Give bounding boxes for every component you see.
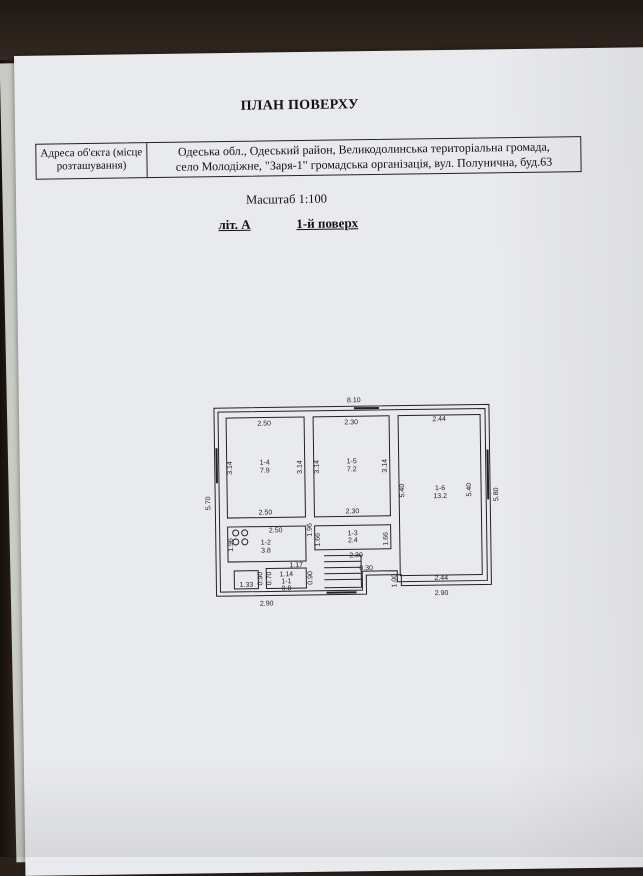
dim-step-w: 0.30 (359, 565, 373, 572)
room-1-2-area: 3.8 (261, 547, 271, 554)
scale-label: Масштаб 1:100 (246, 192, 327, 208)
dim-left-total: 5.70 (205, 496, 212, 510)
room-1-1-area: 0.8 (282, 585, 292, 592)
window-markers (216, 406, 490, 594)
room-1-4-id: 1-4 (260, 459, 270, 466)
liter-label: літ. А (218, 217, 250, 233)
floor-plan-drawing: 8.10 2.50 2.30 2.44 1-4 7.9 1-5 7.2 1-6 … (204, 389, 507, 623)
dim-r11-side2: 0.90 (307, 571, 314, 585)
dim-r11-side: 0.90 (257, 572, 264, 586)
floor-label: 1-й поверх (296, 215, 358, 232)
dim-bottom-right: 2.90 (435, 590, 449, 597)
stairs-icon (324, 555, 361, 588)
dim-r14-h: 3.14 (227, 461, 234, 475)
dim-r16-lower: 1.00 (391, 574, 398, 588)
dim-r11-h: 0.70 (266, 572, 273, 586)
dim-r13-h: 1.66 (315, 533, 322, 547)
room-1-3-area: 2.4 (348, 537, 358, 544)
dim-r16-h2: 5.40 (466, 483, 473, 497)
room-1-5-area: 7.2 (347, 466, 357, 473)
dim-r16-bottom-in: 2.44 (434, 575, 448, 582)
inner-wall (218, 408, 487, 592)
dim-r15-bottom: 2.30 (346, 508, 360, 515)
dim-top-total: 8.10 (347, 397, 361, 404)
dim-r12-h: 1.96 (228, 538, 235, 552)
dim-hall-w: 1.17 (289, 562, 303, 569)
address-value: Одеська обл., Одеський район, Великодоли… (147, 137, 580, 177)
page-title: ПЛАН ПОВЕРХУ (241, 97, 359, 115)
dim-r15-h: 3.14 (314, 460, 321, 474)
room-1-6-id: 1-6 (435, 485, 445, 492)
dim-r16-w: 2.44 (432, 416, 446, 423)
address-table: Адреса об'єкта (місце розташування) Одес… (35, 136, 581, 180)
stove-icon (233, 530, 248, 545)
dim-r16-h: 5.40 (399, 484, 406, 498)
dim-right-total: 5.80 (493, 487, 500, 501)
room-1-4-area: 7.9 (260, 467, 270, 474)
dim-r13-w: 2.30 (349, 552, 363, 559)
dim-r12-h2: 1.96 (307, 523, 314, 537)
dim-r13-h2: 1.66 (383, 532, 390, 546)
dim-r15-w: 2.30 (344, 419, 358, 426)
room-1-6-area: 13.2 (433, 493, 447, 500)
room-1-2-id: 1-2 (261, 539, 271, 546)
address-label: Адреса об'єкта (місце розташування) (36, 143, 147, 179)
dim-vestibule: 1.33 (240, 582, 254, 589)
bottom-shadow (0, 760, 643, 857)
dim-r14-bottom: 2.50 (259, 509, 273, 516)
dim-r14-h2: 3.14 (297, 460, 304, 474)
dim-r12-w: 2.50 (269, 527, 283, 534)
document-page: ПЛАН ПОВЕРХУ Адреса об'єкта (місце розта… (14, 47, 643, 876)
dim-r14-w: 2.50 (257, 420, 271, 427)
dim-bottom-left: 2.90 (260, 600, 274, 607)
dim-r15-h2: 3.14 (382, 459, 389, 473)
room-1-5-id: 1-5 (347, 458, 357, 465)
